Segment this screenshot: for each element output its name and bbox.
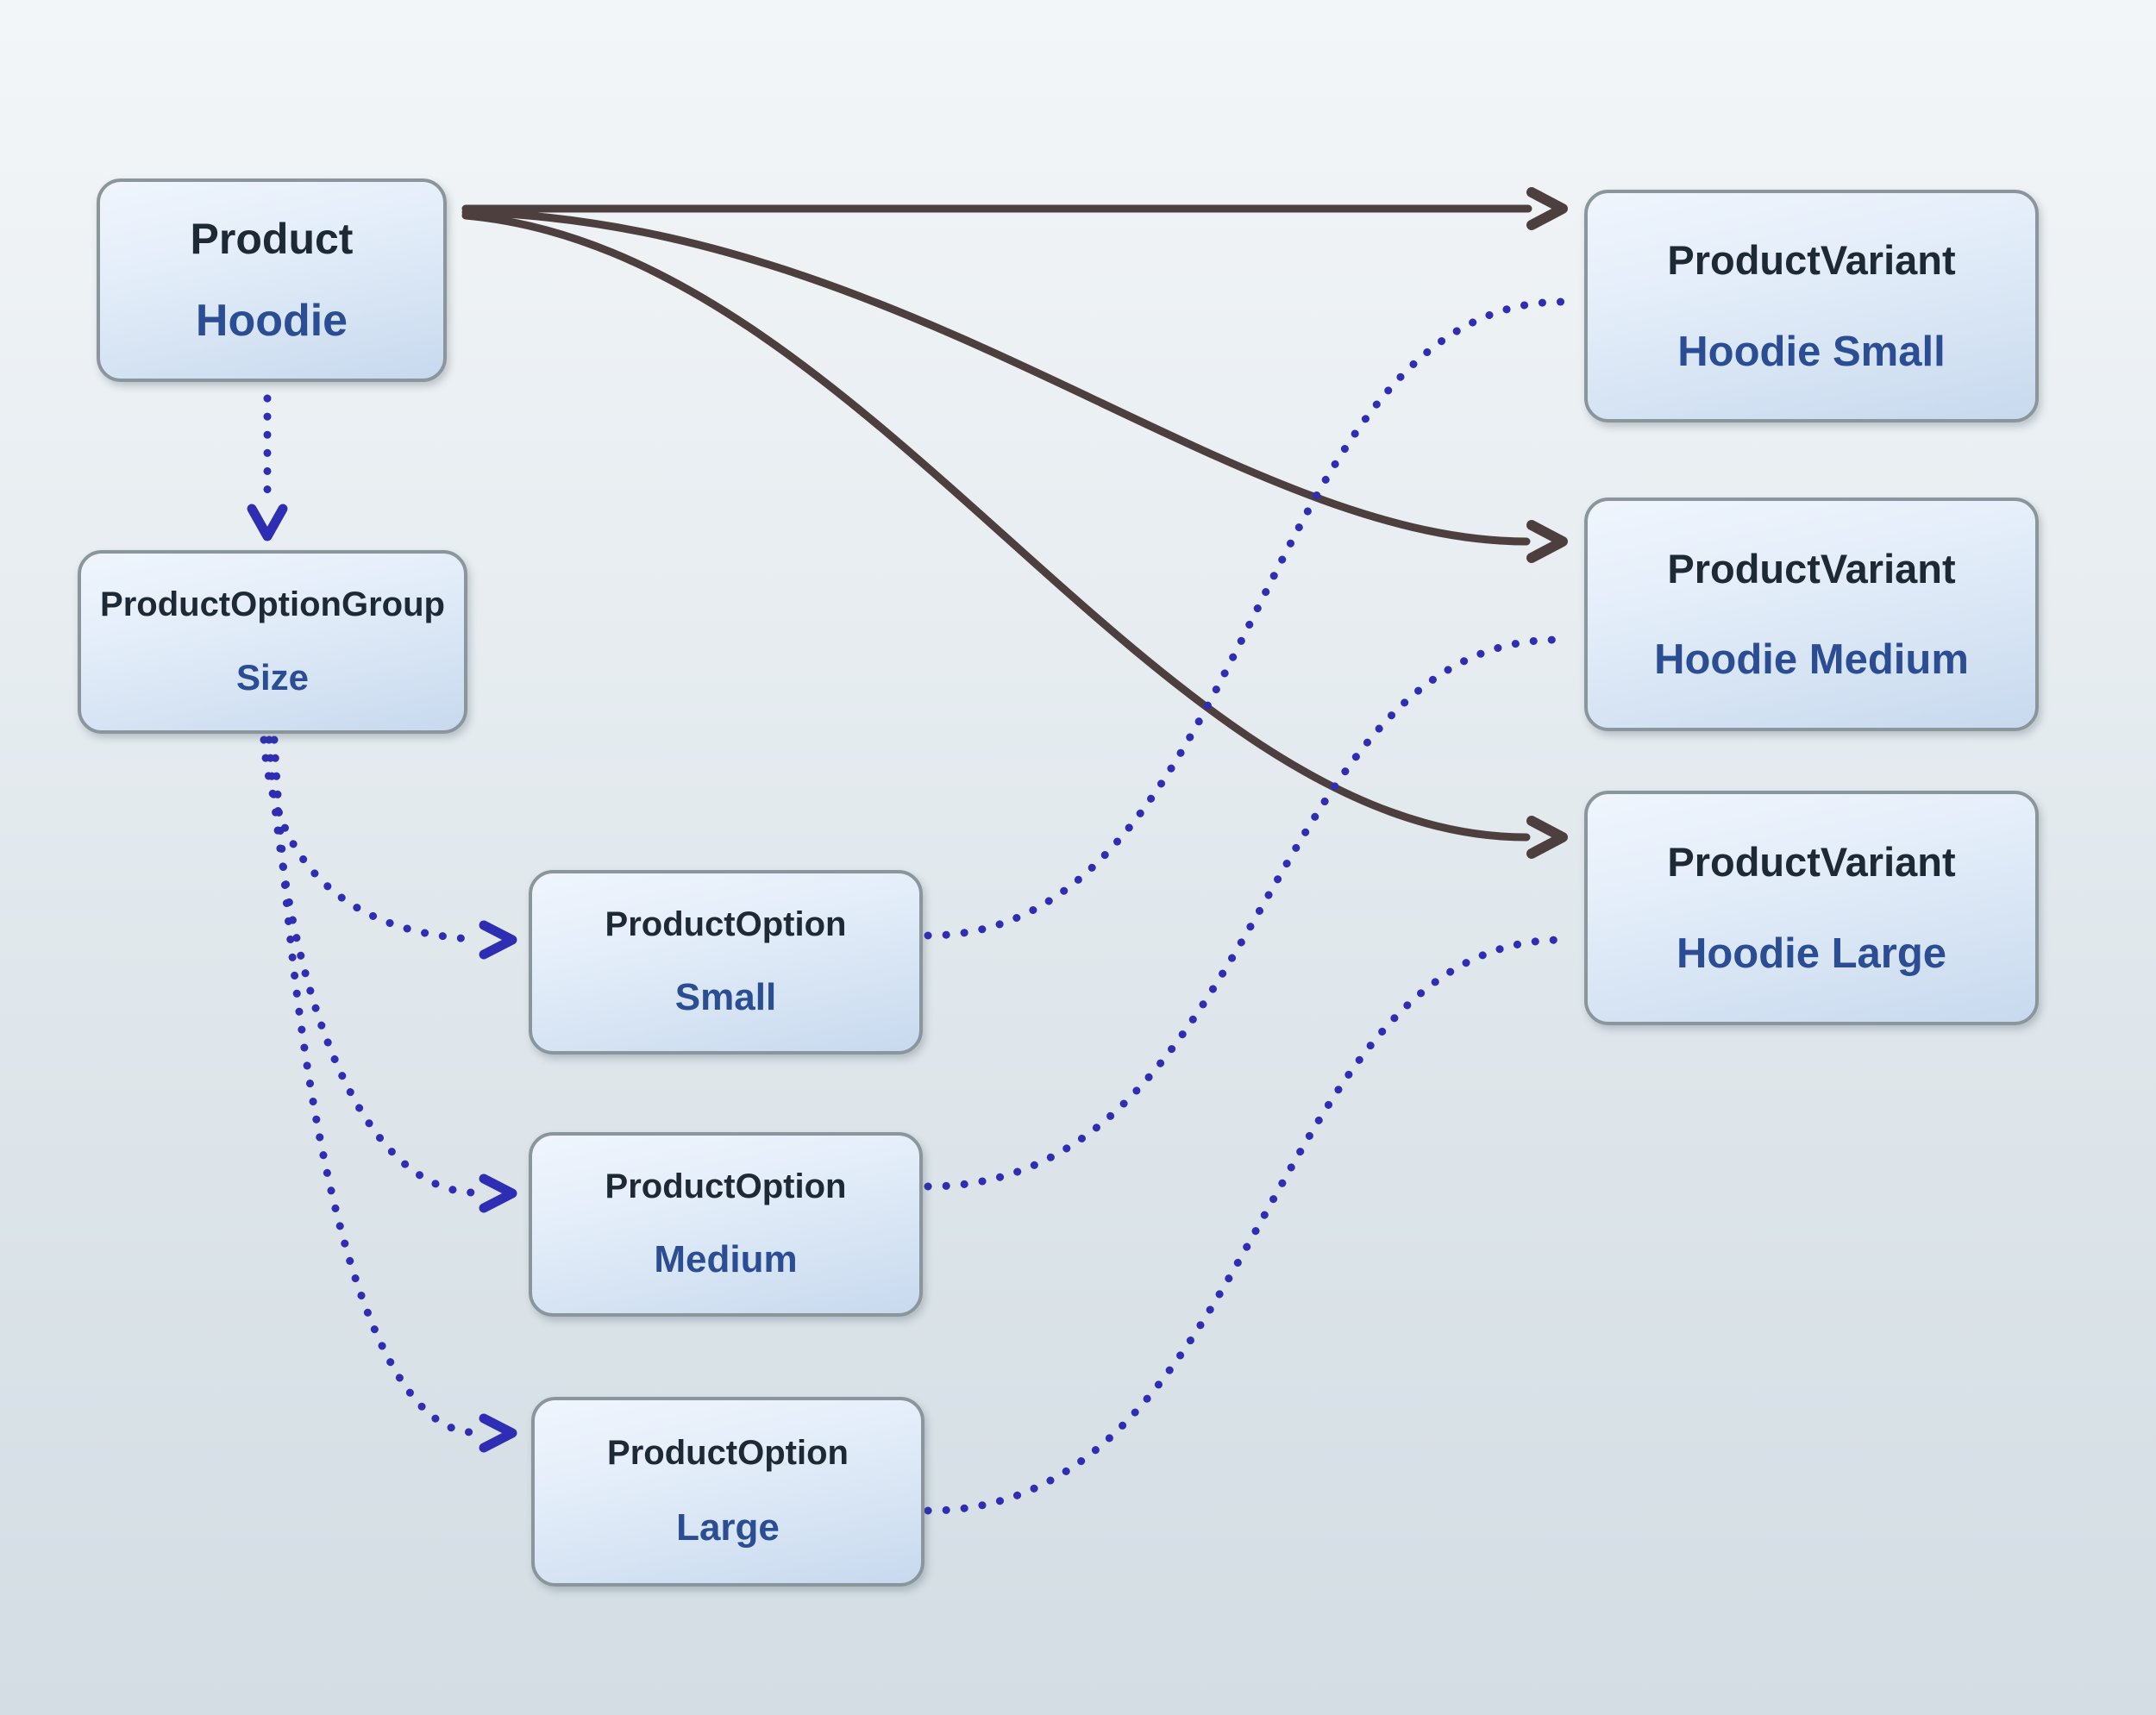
node-variant-small: ProductVariant Hoodie Small [1584, 190, 2039, 422]
edge-group-to-option-large [270, 735, 475, 1436]
node-variant-large: ProductVariant Hoodie Large [1584, 791, 2039, 1025]
node-product-name: Hoodie [195, 296, 348, 347]
node-option-group-name: Size [235, 656, 310, 698]
node-option-small: ProductOption Small [529, 870, 923, 1055]
arrowhead-variant-large-icon [1526, 816, 1568, 859]
node-product-type: Product [190, 214, 354, 263]
node-option-medium-name: Medium [654, 1238, 798, 1280]
edge-product-to-variant-large [461, 211, 1531, 842]
arrowhead-option-group-icon [247, 504, 288, 541]
edge-option-large-to-variant-large [924, 936, 1567, 1515]
node-option-medium: ProductOption Medium [529, 1132, 923, 1317]
node-variant-large-name: Hoodie Large [1676, 930, 1947, 977]
arrowhead-option-large-icon [479, 1413, 517, 1453]
node-variant-large-type: ProductVariant [1667, 839, 1956, 885]
node-variant-medium-name: Hoodie Medium [1654, 636, 1969, 684]
node-variant-medium-type: ProductVariant [1667, 545, 1956, 591]
edge-option-medium-to-variant-medium [924, 635, 1562, 1191]
arrowhead-option-small-icon [479, 920, 517, 960]
node-option-group-type: ProductOptionGroup [100, 585, 445, 624]
arrowhead-option-medium-icon [479, 1174, 517, 1213]
node-variant-small-type: ProductVariant [1667, 237, 1956, 284]
node-option-small-type: ProductOption [605, 905, 847, 943]
arrowhead-variant-small-icon [1526, 187, 1568, 230]
node-option-large-type: ProductOption [607, 1434, 849, 1472]
node-option-small-name: Small [674, 976, 777, 1018]
node-variant-small-name: Hoodie Small [1677, 328, 1946, 375]
edge-group-to-option-medium [265, 735, 475, 1197]
arrowhead-variant-medium-icon [1526, 520, 1568, 563]
edge-group-to-option-small [260, 735, 475, 943]
edge-option-small-to-variant-small [924, 297, 1567, 940]
node-product: Product Hoodie [97, 178, 447, 382]
node-option-large: ProductOption Large [531, 1397, 924, 1587]
node-option-group: ProductOptionGroup Size [78, 550, 467, 734]
edge-product-to-variant-medium [461, 208, 1531, 546]
node-option-medium-type: ProductOption [605, 1167, 847, 1205]
node-variant-medium: ProductVariant Hoodie Medium [1584, 498, 2039, 731]
node-option-large-name: Large [676, 1506, 780, 1549]
